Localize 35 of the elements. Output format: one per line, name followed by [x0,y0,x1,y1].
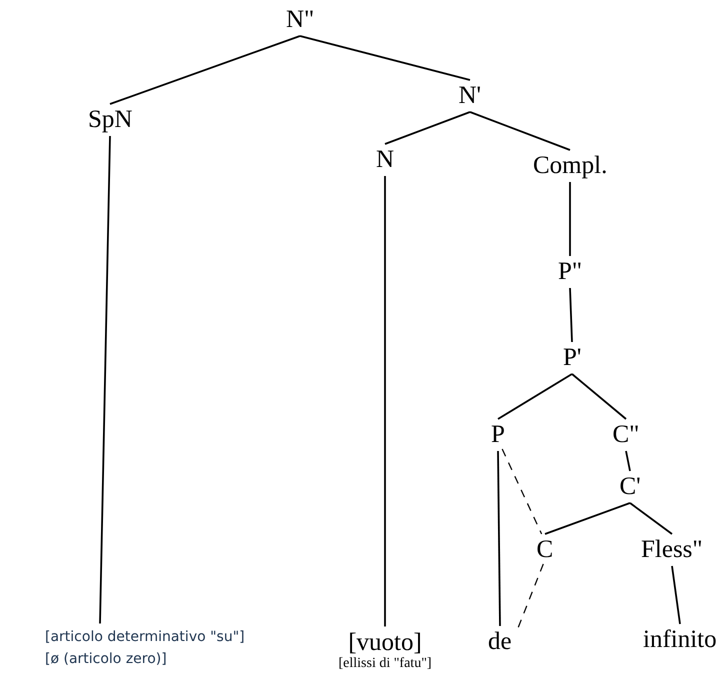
annotation-text: [ø (articolo zero)] [45,650,168,669]
branch-line [384,111,470,145]
node-label: C' [620,473,641,500]
branch-line [671,566,681,624]
dashed-branch-line [517,564,544,628]
branch-line [544,502,630,535]
branch-line [571,373,627,420]
node-label: N [376,146,394,174]
branch-line [110,35,300,105]
branch-line [497,451,501,626]
annotation-text: [ellissi di "fatu"] [338,656,432,672]
node-label: P [491,421,505,448]
node-label: infinito [643,626,717,654]
branch-line [569,182,571,256]
branch-line [300,35,470,81]
node-label: N' [458,82,482,110]
node-label: Fless" [641,536,703,564]
branch-line [99,136,111,624]
node-label: Compl. [533,152,608,180]
node-label: de [488,628,512,656]
branch-line [569,288,573,342]
node-label: SpN [88,106,132,134]
branch-line [629,502,673,535]
node-label: P" [558,258,582,286]
annotation-text: [articolo determinativo "su"] [45,628,245,646]
node-label: [vuoto] [347,628,423,656]
node-label: C" [612,421,640,448]
node-label: N" [286,6,314,34]
node-label: C [536,536,554,564]
branch-line [498,373,572,420]
branch-line [470,111,570,151]
node-label: P' [563,344,582,372]
dashed-branch-line [502,448,542,534]
branch-line [384,176,386,626]
branch-line [625,450,631,472]
